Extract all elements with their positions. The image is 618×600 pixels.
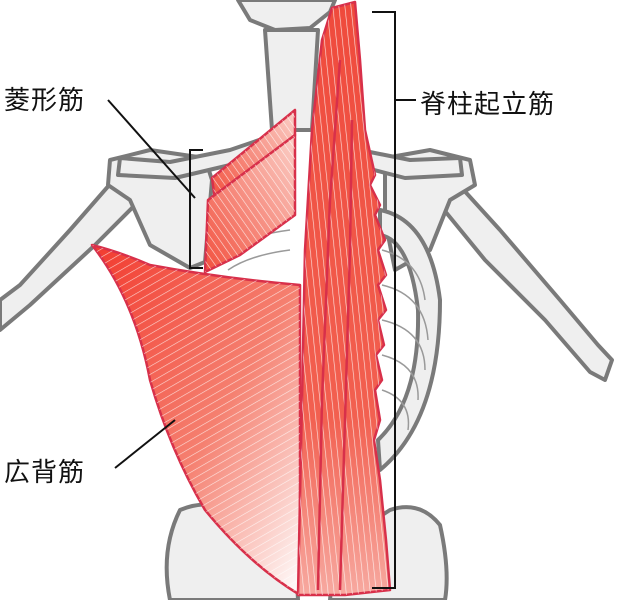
rhomboid-bracket xyxy=(189,149,203,269)
latissimus-leader-line xyxy=(114,419,176,469)
rhomboid-major-muscle xyxy=(203,133,297,274)
latissimus-dorsi-muscle xyxy=(90,243,302,597)
erector-spinae-muscle xyxy=(296,0,392,597)
left-arm-bone xyxy=(0,173,142,332)
skull-base xyxy=(236,0,337,32)
right-ribs xyxy=(376,208,442,472)
latissimus-label: 広背筋 xyxy=(4,458,86,488)
rhomboid-label: 菱形筋 xyxy=(4,86,86,116)
erector-bracket xyxy=(372,11,396,589)
annotations xyxy=(107,11,416,589)
erector-spinae-label: 脊柱起立筋 xyxy=(420,90,556,120)
rhomboid-leader-line xyxy=(107,99,196,199)
left-scapula xyxy=(106,148,214,270)
right-arm-bone xyxy=(438,173,614,382)
